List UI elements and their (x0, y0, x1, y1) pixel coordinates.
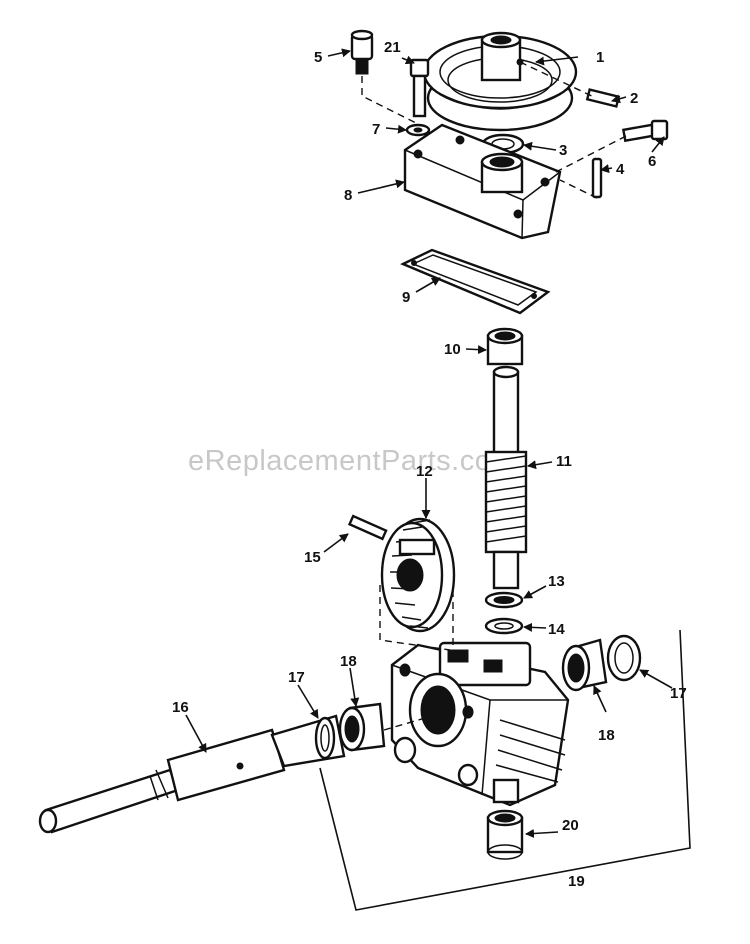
callout-7: 7 (372, 121, 380, 138)
part-16-axle (38, 714, 346, 834)
callout-1: 1 (596, 49, 604, 66)
part-17-ring-left (314, 716, 336, 760)
part-21-bolt (409, 58, 430, 118)
part-8-cover (403, 123, 562, 240)
part-18-bearing-right (561, 638, 608, 692)
callout-12: 12 (416, 463, 433, 480)
callout-11: 11 (556, 453, 572, 470)
leader-lines (185, 48, 673, 838)
part-4-key (591, 157, 603, 199)
part-2-pin (585, 88, 621, 108)
callout-16: 16 (172, 699, 189, 716)
callout-15: 15 (304, 549, 321, 566)
alignment-lines (361, 61, 627, 731)
callout-21: 21 (384, 39, 401, 56)
part-7-washer (405, 123, 431, 137)
callout-10: 10 (444, 341, 461, 358)
callout-14: 14 (548, 621, 565, 638)
callout-19: 19 (568, 873, 585, 890)
watermark-text: eReplacementParts.com (188, 445, 516, 477)
callout-20: 20 (562, 817, 579, 834)
part-10-bearing (486, 327, 524, 366)
callout-17-right: 17 (670, 685, 687, 702)
part-14-washer (484, 617, 524, 635)
callout-8: 8 (344, 187, 352, 204)
callout-18-left: 18 (340, 653, 357, 670)
part-11-worm-shaft (484, 365, 528, 590)
callout-3: 3 (559, 142, 567, 159)
part-13-washer (484, 591, 524, 609)
callout-13: 13 (548, 573, 565, 590)
callout-18-right: 18 (598, 727, 615, 744)
part-5-plug (350, 29, 374, 75)
part-1-pulley (422, 31, 578, 132)
part-20-bearing (486, 809, 524, 860)
callout-6: 6 (648, 153, 656, 170)
part-17-ring-right (606, 634, 642, 682)
callout-9: 9 (402, 289, 410, 306)
callout-4: 4 (616, 161, 625, 178)
callout-5: 5 (314, 49, 322, 66)
callout-17-left: 17 (288, 669, 305, 686)
part-9-gasket (400, 248, 551, 315)
part-19-bracket (319, 629, 691, 911)
part-15-pin (347, 514, 388, 541)
gear-housing (390, 641, 570, 807)
callout-labels: 1 2 3 4 5 6 7 8 9 10 11 12 13 14 15 16 1… (172, 39, 687, 890)
part-6-screw (621, 119, 669, 143)
part-18-bearing-left (338, 702, 386, 752)
callout-2: 2 (630, 90, 638, 107)
part-12-worm-gear (380, 517, 456, 633)
